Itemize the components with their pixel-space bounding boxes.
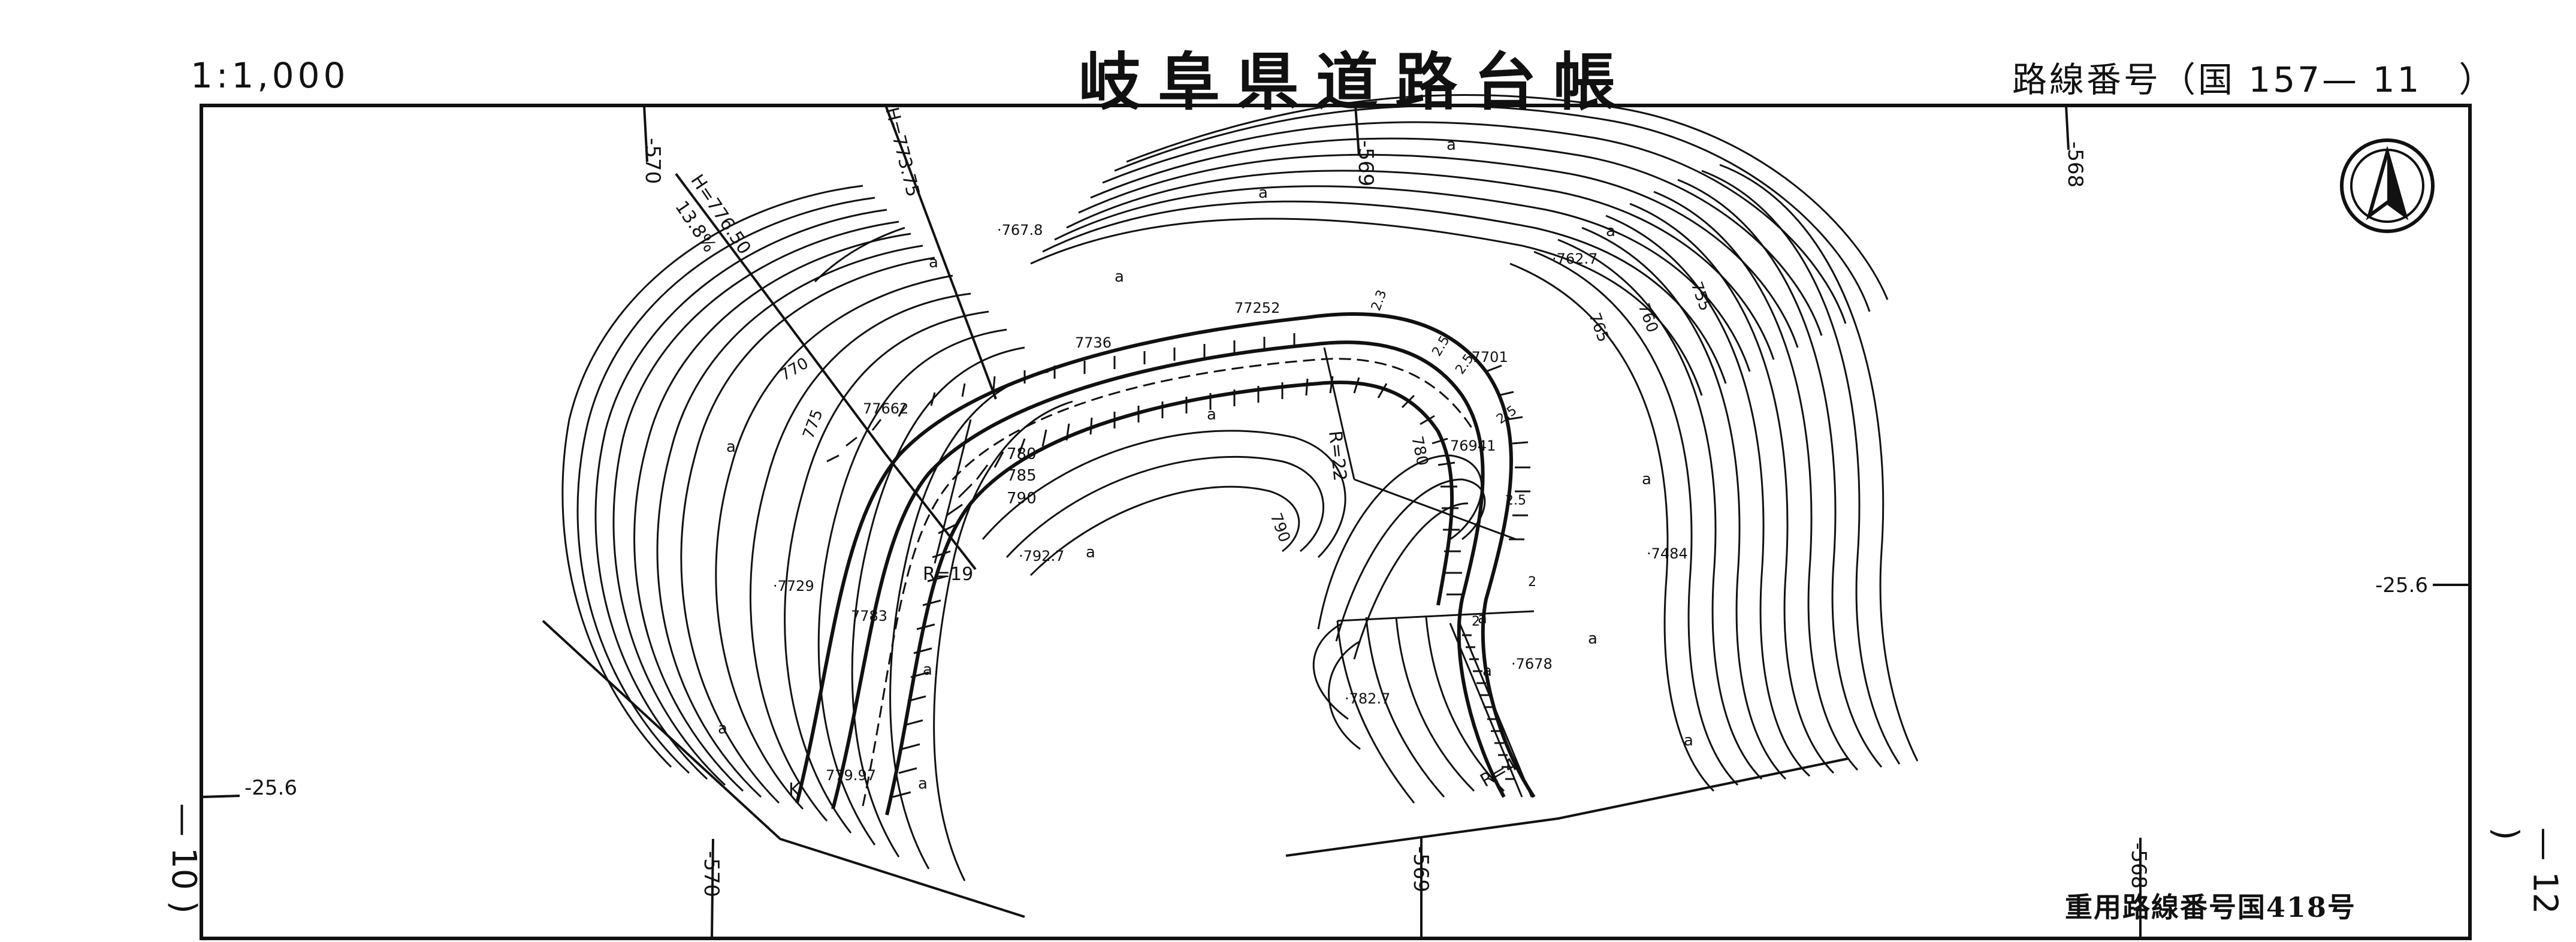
contour-label: 770 — [777, 354, 812, 385]
parcel-boundary-lines — [542, 105, 1849, 918]
contour-lines-east — [1509, 164, 1919, 792]
spot-height: 7783 — [851, 608, 887, 624]
curve-radius-lines — [934, 347, 1517, 564]
spot-height: 779.97 — [826, 767, 876, 784]
svg-text:a: a — [1606, 222, 1615, 240]
road-width-label: 2 — [1472, 614, 1480, 629]
contour-lines-north — [814, 93, 1889, 396]
curve-label-r22: R=22 — [1324, 430, 1351, 482]
contour-label: 755 — [1687, 279, 1714, 313]
svg-text:a: a — [1482, 662, 1492, 680]
svg-text:a: a — [718, 720, 727, 738]
elevation-label-h77375: H=773.75 — [881, 105, 923, 199]
map-scale: 1:1,000 — [191, 55, 349, 96]
svg-text:a: a — [923, 661, 932, 679]
spot-height: ·7729 — [773, 578, 814, 594]
contour-label: 785 — [1007, 467, 1037, 485]
grid-ticks — [201, 105, 2470, 939]
svg-text:a: a — [1478, 609, 1487, 627]
spot-height: ·792.7 — [1019, 548, 1064, 564]
grid-label-568-bottom: -568 — [2127, 843, 2151, 889]
svg-text:a: a — [918, 775, 928, 793]
spot-height: ·7678 — [1511, 656, 1553, 672]
grid-label-568-top: -568 — [2063, 141, 2087, 188]
svg-text:a: a — [1684, 732, 1693, 750]
spot-height: ·767.8 — [997, 222, 1043, 238]
grid-label-570-bottom: -570 — [699, 851, 723, 897]
svg-text:a: a — [1642, 470, 1651, 488]
spot-height: 77662 — [863, 400, 908, 417]
contour-label: 780 — [1007, 445, 1037, 463]
spot-height: 7736 — [1075, 334, 1112, 351]
contour-label: 780 — [1408, 434, 1432, 467]
road-width-label: 2.3 — [1369, 288, 1390, 313]
contour-label: 790 — [1266, 511, 1293, 545]
svg-text:a: a — [1588, 630, 1597, 648]
grid-label-256-right: -25.6 — [2375, 573, 2428, 597]
spot-height: 77252 — [1234, 300, 1280, 316]
svg-text:a: a — [726, 438, 736, 456]
road-width-label: 2.5 — [1494, 403, 1520, 427]
map-frame — [200, 104, 2472, 940]
grid-label-569-bottom: -569 — [1409, 846, 1433, 892]
vegetation-symbols: a a a a a a a a a a a a a a a a — [718, 136, 1693, 793]
svg-text:a: a — [1115, 268, 1124, 286]
route-number-label: 路線番号（国 157— 11 ） — [2012, 59, 2496, 100]
road-centerline — [862, 358, 1475, 807]
grid-label-570-top: -570 — [641, 138, 665, 184]
contour-label: 760 — [1634, 301, 1661, 335]
svg-text:a: a — [1446, 136, 1456, 154]
footer-note: 重用路線番号国418号 — [2065, 891, 2357, 923]
spot-height: ·7484 — [1647, 545, 1688, 562]
contour-lines-inner — [982, 430, 1486, 750]
spot-height: ·782.7 — [1345, 690, 1390, 707]
point-label-k: K — [789, 780, 801, 801]
retaining-wall — [1336, 610, 1535, 804]
spot-height: ·762.7 — [1552, 250, 1597, 267]
svg-text:a: a — [1258, 184, 1268, 202]
contour-lines-west — [561, 185, 1073, 881]
road-width-label: 2.5 — [1505, 493, 1526, 508]
spot-height: 76941 — [1450, 437, 1496, 454]
sheet-ref-left: — 10 ) — [164, 803, 203, 914]
svg-text:a: a — [1207, 406, 1216, 424]
road-edges — [795, 312, 1536, 816]
north-arrow-icon — [2340, 138, 2435, 233]
road-width-label: 2 — [1528, 575, 1536, 590]
contour-label: 790 — [1007, 490, 1037, 508]
svg-text:a: a — [929, 253, 938, 271]
slope-hatching — [826, 333, 1530, 798]
curve-label-r19: R=19 — [923, 564, 973, 585]
svg-text:a: a — [1086, 544, 1095, 561]
grid-label-256-left: -25.6 — [244, 776, 297, 800]
sheet-ref-right: — 12 ) — [2486, 827, 2565, 914]
grid-label-569-top: -569 — [1354, 140, 1378, 186]
spot-height: ·7701 — [1467, 349, 1508, 366]
contour-label: 765 — [1585, 310, 1612, 345]
